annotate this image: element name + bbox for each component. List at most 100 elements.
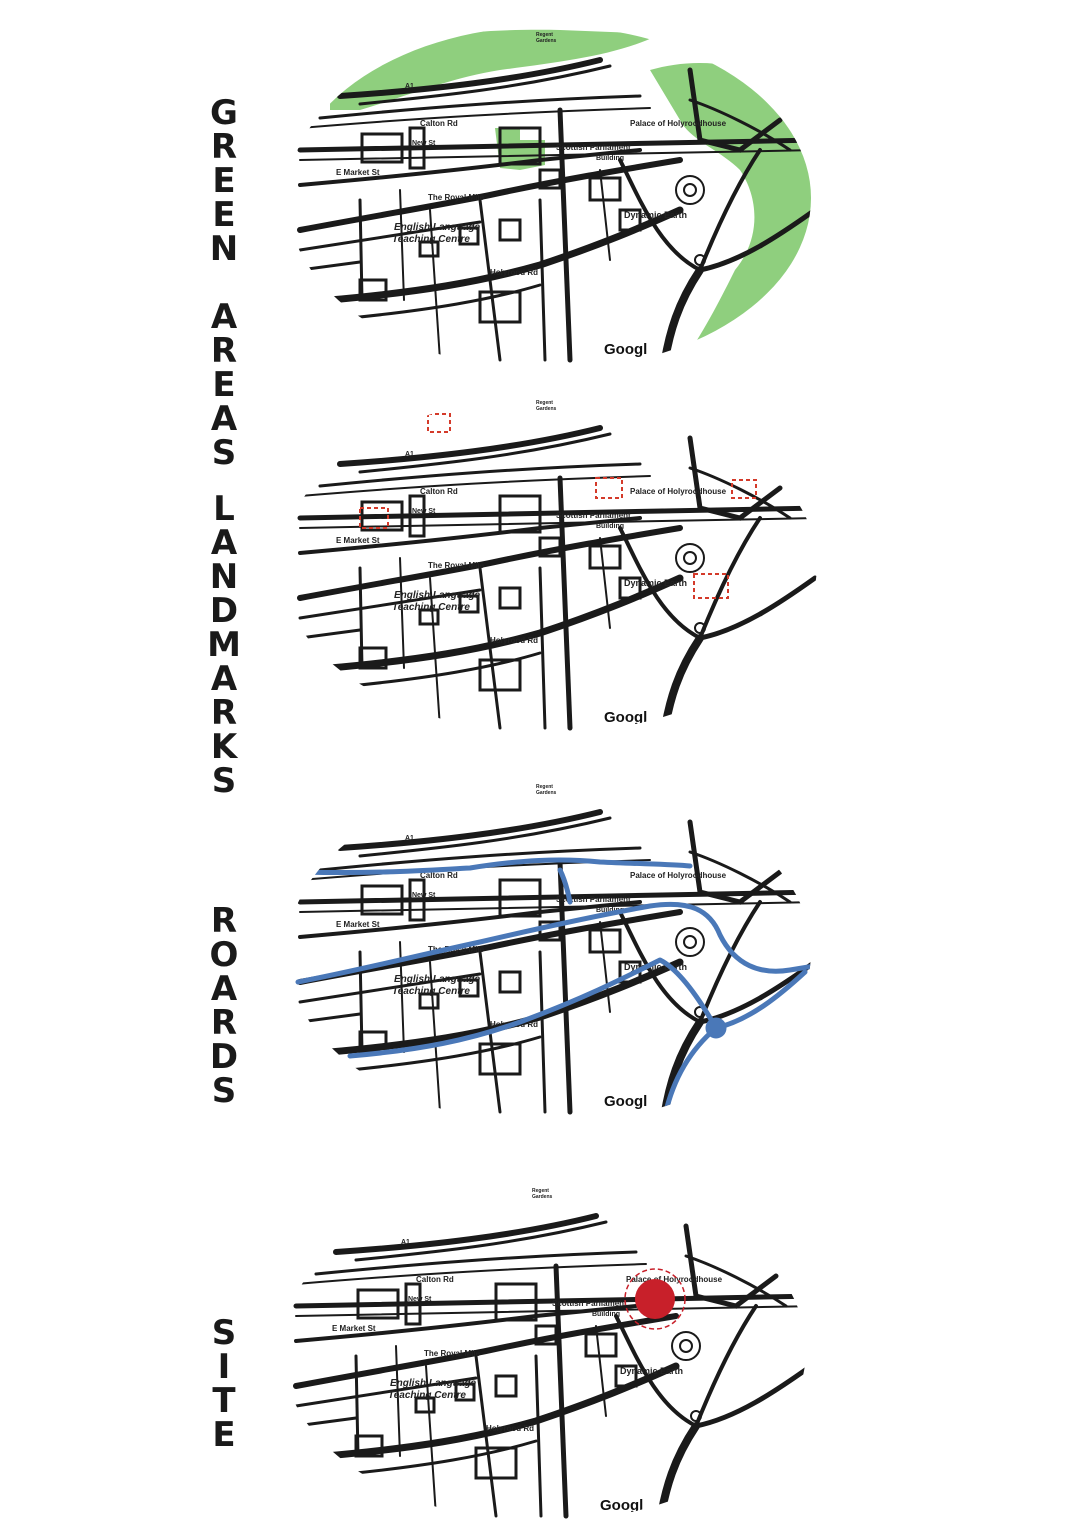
map-street xyxy=(298,628,362,640)
map-street xyxy=(358,64,612,106)
road-roundabout xyxy=(705,1017,727,1039)
title-letter: D xyxy=(209,591,239,631)
map-label-regent-gardens-line2: Gardens xyxy=(532,1194,553,1200)
map-street xyxy=(697,575,817,641)
map-street xyxy=(354,1354,360,1458)
map-label-dynamic-earth: Dynamic Earth xyxy=(620,1366,683,1376)
map-building xyxy=(588,176,622,202)
map-label-calton-rd: Calton Rd xyxy=(420,119,458,128)
map-street xyxy=(344,1439,538,1476)
map-street xyxy=(348,283,542,320)
map-street xyxy=(683,1223,779,1309)
map-building xyxy=(478,1042,522,1076)
map-label-holyrood-rd: Holyrood Rd xyxy=(486,1424,534,1433)
map-street xyxy=(358,816,612,858)
map-label-eltc-line2: Teaching Centre xyxy=(392,986,470,997)
map-street xyxy=(478,198,502,362)
map-street xyxy=(314,1250,638,1276)
map-label-regent-gardens-line2: Gardens xyxy=(536,790,557,796)
map-street xyxy=(318,846,642,872)
map-label-e-market-st: E Market St xyxy=(336,168,380,177)
map-label-palace: Palace of Holyroodhouse xyxy=(630,487,727,496)
map-street xyxy=(688,98,792,152)
map-label-new-st: New St xyxy=(412,140,436,147)
road-royal-mile xyxy=(295,901,811,985)
map-building xyxy=(498,494,542,534)
map-label-new-st: New St xyxy=(412,508,436,515)
map-building xyxy=(360,132,404,164)
map-street xyxy=(688,466,792,520)
title-letter: R xyxy=(210,1003,238,1043)
map-label-regent-gardens-line1: Regent xyxy=(536,32,553,38)
map-building xyxy=(618,576,642,600)
map-building xyxy=(404,1282,422,1326)
map-building xyxy=(458,594,480,614)
title-letter: D xyxy=(209,1037,239,1077)
title-letter: R xyxy=(210,331,238,371)
map-street xyxy=(534,1354,543,1518)
map-street xyxy=(687,67,783,153)
title-letter: G xyxy=(210,93,238,133)
map-building xyxy=(498,126,542,166)
map-street xyxy=(358,432,612,474)
title-letter: E xyxy=(212,161,236,201)
map-building xyxy=(418,240,440,258)
map-building xyxy=(538,536,562,558)
map-building xyxy=(494,1374,518,1398)
map-street xyxy=(358,566,364,670)
map-street xyxy=(599,537,611,629)
map-building xyxy=(538,168,562,190)
map-label-dynamic-earth: Dynamic Earth xyxy=(624,962,687,972)
map-street xyxy=(318,94,642,120)
map-label-e-market-st: E Market St xyxy=(336,536,380,545)
map-street xyxy=(538,950,547,1114)
map-street xyxy=(557,859,573,1115)
title-letter: S xyxy=(211,1313,237,1353)
map-circle xyxy=(679,1339,693,1353)
map-circle xyxy=(683,935,697,949)
map-label-e-market-st: E Market St xyxy=(336,920,380,929)
map-street xyxy=(299,475,651,497)
map-label-google: Googl xyxy=(604,341,647,358)
map-building xyxy=(414,1396,436,1414)
map-building xyxy=(356,1288,400,1320)
map-circle xyxy=(683,551,697,565)
map-label-google: Googl xyxy=(604,709,647,726)
landmark-marker-dynamic-earth xyxy=(693,573,729,599)
map-label-eltc-line2: Teaching Centre xyxy=(388,1390,466,1401)
landmark-marker-palace xyxy=(595,477,623,499)
map-building xyxy=(358,646,388,670)
map-street xyxy=(298,516,642,555)
map-circle xyxy=(683,183,697,197)
map-street xyxy=(618,910,702,1024)
map-label-eltc-line1: English Language xyxy=(394,222,481,233)
map-building xyxy=(478,290,522,324)
map-building xyxy=(458,978,480,998)
map-label-royal-mile: The Royal Mile xyxy=(428,193,485,202)
map-label-calton-rd: Calton Rd xyxy=(420,487,458,496)
map-street xyxy=(687,819,783,905)
map-street xyxy=(399,557,405,669)
map-label-royal-mile: The Royal Mile xyxy=(428,561,485,570)
title-letter: A xyxy=(210,523,238,563)
map-label-dynamic-earth: Dynamic Earth xyxy=(624,210,687,220)
title-letter: R xyxy=(210,127,238,167)
map-building xyxy=(498,218,522,242)
map-street xyxy=(337,57,603,99)
map-street xyxy=(395,1345,401,1457)
map-street xyxy=(474,1354,498,1518)
map-building xyxy=(534,1324,558,1346)
map-building xyxy=(494,1282,538,1322)
map-street xyxy=(333,1213,599,1255)
map-street xyxy=(698,900,762,1024)
map-street xyxy=(693,1363,806,1429)
map-label-parliament-line1: Scottish Parliament xyxy=(556,511,631,520)
map-street xyxy=(294,1304,638,1343)
